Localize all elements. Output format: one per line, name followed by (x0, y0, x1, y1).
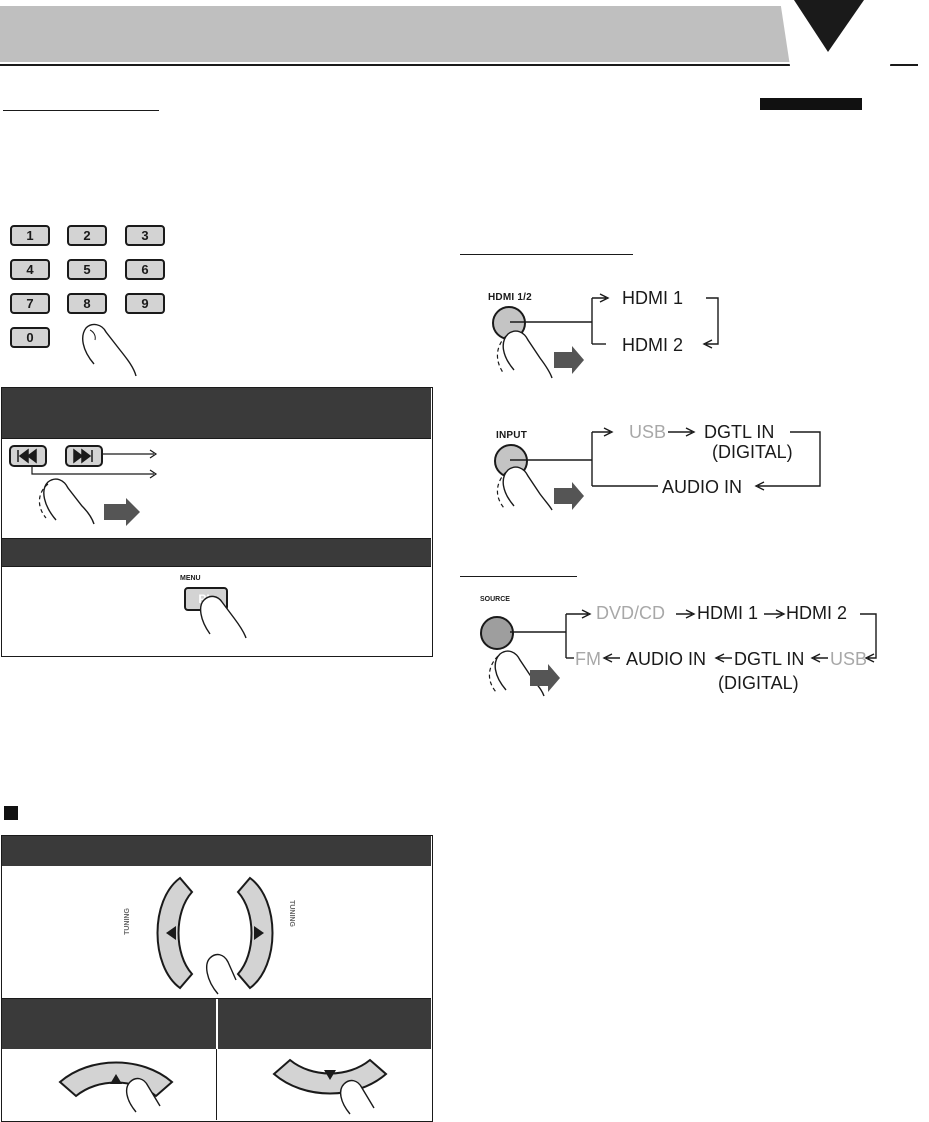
header-band (0, 6, 888, 62)
hdmi-button-label: HDMI 1/2 (488, 292, 532, 303)
section-heading-underline (3, 110, 159, 111)
source-button[interactable] (480, 616, 514, 650)
hdmi-flow-diagram (496, 293, 719, 379)
skip-buttons-diagram (9, 445, 158, 526)
finger-press-icon (82, 323, 137, 377)
skip-previous-button[interactable] (10, 446, 46, 466)
pl-panel-header (2, 538, 431, 566)
tuning-up-button[interactable] (238, 880, 280, 980)
source-flow-diagram (488, 609, 877, 697)
finger-press-icon (199, 595, 247, 639)
section-bullet (4, 806, 18, 820)
tuning-left-label: TUNING (123, 908, 131, 935)
key-9[interactable]: 9 (125, 293, 165, 314)
source-dgtl-in-label: DGTL IN (734, 649, 805, 669)
next-page-triangle-icon (780, 0, 900, 66)
skip-panel-header (2, 388, 431, 438)
panel-divider (2, 538, 431, 539)
key-6[interactable]: 6 (125, 259, 165, 280)
label-box (760, 98, 862, 110)
input-usb-label: USB (629, 422, 667, 442)
key-7[interactable]: 7 (10, 293, 50, 314)
section-heading-underline (460, 254, 633, 255)
preset-down-button-icon[interactable] (270, 1052, 400, 1122)
key-0[interactable]: 0 (10, 327, 50, 348)
input-dgtl-in-label: DGTL IN (704, 422, 775, 442)
key-1[interactable]: 1 (10, 225, 50, 246)
key-5[interactable]: 5 (67, 259, 107, 280)
header-rule (0, 64, 918, 66)
skip-next-button[interactable] (66, 446, 102, 466)
source-audio-in-label: AUDIO IN (626, 649, 707, 669)
source-button-label: SOURCE (480, 596, 510, 603)
key-2[interactable]: 2 (67, 225, 107, 246)
key-8[interactable]: 8 (67, 293, 107, 314)
source-hdmi-1-label: HDMI 1 (697, 603, 759, 623)
preset-up-button-icon[interactable] (56, 1052, 186, 1122)
panel-divider (2, 566, 431, 567)
key-3[interactable]: 3 (125, 225, 165, 246)
key-4[interactable]: 4 (10, 259, 50, 280)
tuning-panel-header (2, 836, 431, 866)
section-heading-underline (460, 576, 577, 577)
source-dvd-cd-label: DVD/CD (596, 603, 666, 623)
input-audio-in-label: AUDIO IN (662, 477, 743, 497)
panel-divider (2, 438, 431, 439)
source-fm-label: FM (575, 649, 601, 669)
menu-label: MENU (180, 575, 201, 582)
source-digital-label: (DIGITAL) (718, 673, 799, 693)
input-digital-label: (DIGITAL) (712, 442, 793, 462)
source-usb-label: USB (830, 649, 868, 669)
hdmi-2-label: HDMI 2 (622, 335, 684, 355)
tuning-right-label: TUNING (287, 900, 295, 927)
preset-up-header (2, 999, 216, 1049)
input-flow-diagram (496, 427, 821, 511)
input-button-label: INPUT (496, 430, 527, 441)
hdmi-1-label: HDMI 1 (622, 288, 684, 308)
preset-down-header (218, 999, 431, 1049)
tuning-buttons-diagram (156, 876, 274, 995)
source-hdmi-2-label: HDMI 2 (786, 603, 848, 623)
tuning-down-button[interactable] (150, 880, 192, 980)
panel-divider (216, 999, 218, 1120)
panel-divider (216, 1049, 217, 1120)
panel-divider (2, 998, 431, 999)
